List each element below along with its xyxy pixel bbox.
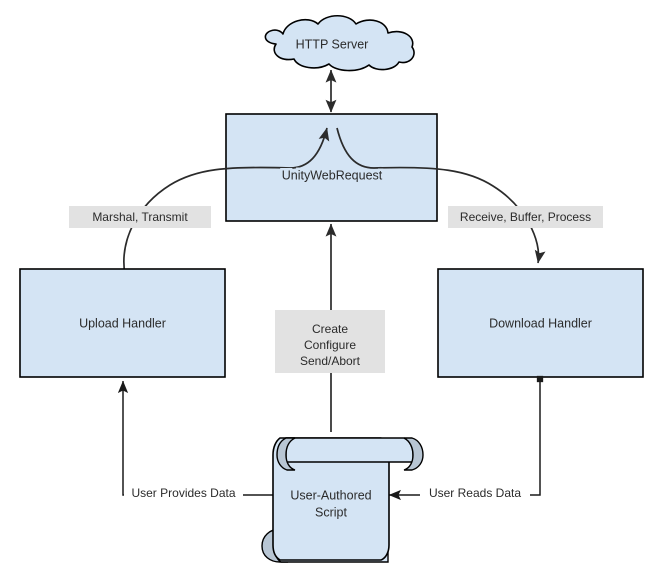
edge-label-marshal-transmit-text: Marshal, Transmit [92,210,188,224]
edge-download-to-script [388,375,544,501]
edge-label-send-abort-line: Send/Abort [300,354,361,368]
edge-label-user-provides-data: User Provides Data [124,484,243,504]
node-download-handler-label: Download Handler [489,316,592,330]
edge-label-user-reads-data-text: User Reads Data [429,486,521,500]
edge-label-receive-buffer-process-text: Receive, Buffer, Process [460,210,591,224]
node-unity-web-request-label: UnityWebRequest [282,168,383,182]
edge-label-user-provides-data-text: User Provides Data [131,486,235,500]
node-download-handler[interactable]: Download Handler [437,268,644,378]
edge-label-user-reads-data-chip [420,484,530,504]
node-upload-handler-box [19,268,226,378]
edge-label-create-configure-send-abort: Create Configure Send/Abort [275,310,385,373]
node-upload-handler-label: Upload Handler [79,316,166,330]
node-user-authored-script-label-line1: User-Authored [290,488,371,502]
node-http-server-label: HTTP Server [296,37,369,51]
node-user-authored-script-label-line2: Script [315,505,347,519]
scroll-top-curl-icon [403,437,424,471]
cloud-icon [264,14,415,72]
edge-script-to-upload [117,380,282,499]
edge-label-user-provides-data-chip [124,484,243,504]
edge-label-create-line: Create [312,322,348,336]
edge-label-marshal-transmit-chip [69,206,211,228]
edge-label-user-reads-data: User Reads Data [420,484,530,504]
edge-label-marshal-transmit: Marshal, Transmit [69,206,211,228]
node-upload-handler[interactable]: Upload Handler [19,268,226,378]
edge-label-receive-buffer-process-chip [448,206,603,228]
scroll-top-left-curl-icon [276,437,296,471]
node-http-server[interactable]: HTTP Server [264,14,415,72]
scroll-top-sheet [285,437,414,463]
edge-label-configure-line: Configure [304,338,356,352]
node-user-authored-script[interactable]: User-Authored Script [261,437,424,563]
edge-label-receive-buffer-process: Receive, Buffer, Process [448,206,603,228]
edge-label-create-configure-chip [275,310,385,373]
